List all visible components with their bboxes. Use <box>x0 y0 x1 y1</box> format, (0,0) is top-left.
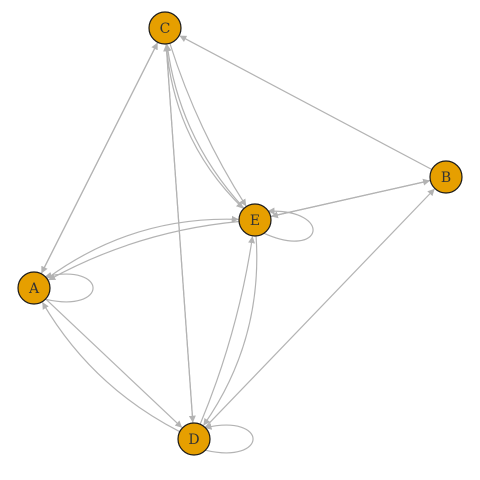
edge-D-to-A <box>42 302 181 433</box>
edge-A-to-E <box>46 215 239 280</box>
edge-C-to-E <box>169 43 247 207</box>
node-C: C <box>148 11 182 45</box>
edge-D-to-D <box>204 422 254 454</box>
node-C-circle <box>148 11 182 45</box>
node-B-label: B <box>441 170 451 186</box>
node-A-circle <box>17 271 51 305</box>
node-D-circle <box>177 422 211 456</box>
node-B: B <box>429 160 463 194</box>
node-D: D <box>177 422 211 456</box>
edge-E-to-E <box>263 207 314 242</box>
node-E: E <box>238 203 272 237</box>
edge-C-to-E <box>165 43 244 209</box>
node-B-circle <box>429 160 463 194</box>
node-E-label: E <box>250 213 260 229</box>
edge-A-to-A <box>44 271 94 303</box>
edge-E-to-A <box>48 220 240 281</box>
edge-D-to-E <box>199 236 255 425</box>
edge-C-to-D <box>165 43 196 423</box>
edge-D-to-B <box>204 188 435 428</box>
nodes-layer: A B C D E <box>17 11 463 456</box>
node-D-label: D <box>188 432 199 448</box>
node-C-label: C <box>160 21 171 37</box>
node-A-label: A <box>28 281 40 297</box>
node-E-circle <box>238 203 272 237</box>
edge-E-to-C <box>164 44 245 209</box>
edges-layer <box>40 35 435 454</box>
edge-A-to-D <box>45 298 183 428</box>
edge-A-to-C <box>40 42 158 274</box>
node-A: A <box>17 271 51 305</box>
edge-B-to-C <box>179 35 433 171</box>
edge-E-to-D <box>203 235 258 426</box>
edge-B-to-E <box>270 179 431 219</box>
